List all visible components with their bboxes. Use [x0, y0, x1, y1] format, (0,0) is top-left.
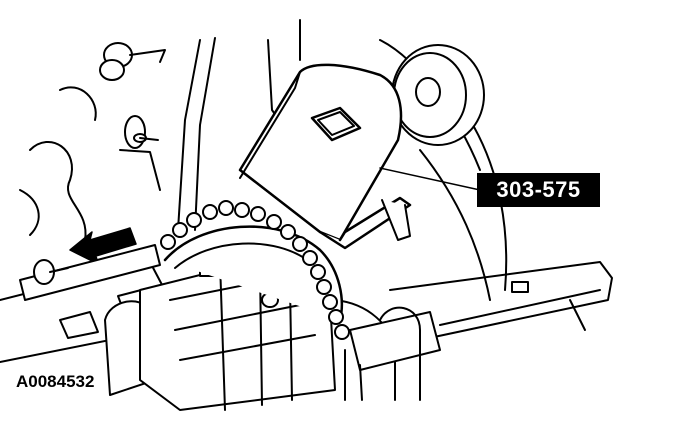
front-cover	[390, 262, 612, 340]
bolt-top-left	[100, 43, 165, 80]
pulley	[392, 45, 484, 145]
callout-leader-line	[380, 168, 480, 190]
special-tool	[240, 65, 410, 248]
bolt-middle-left	[125, 116, 158, 148]
figure-id-label: A0084532	[16, 372, 95, 391]
tool-callout-label: 303-575	[477, 173, 600, 207]
timing-chain	[161, 201, 349, 339]
bolt-lower-left	[20, 245, 160, 300]
